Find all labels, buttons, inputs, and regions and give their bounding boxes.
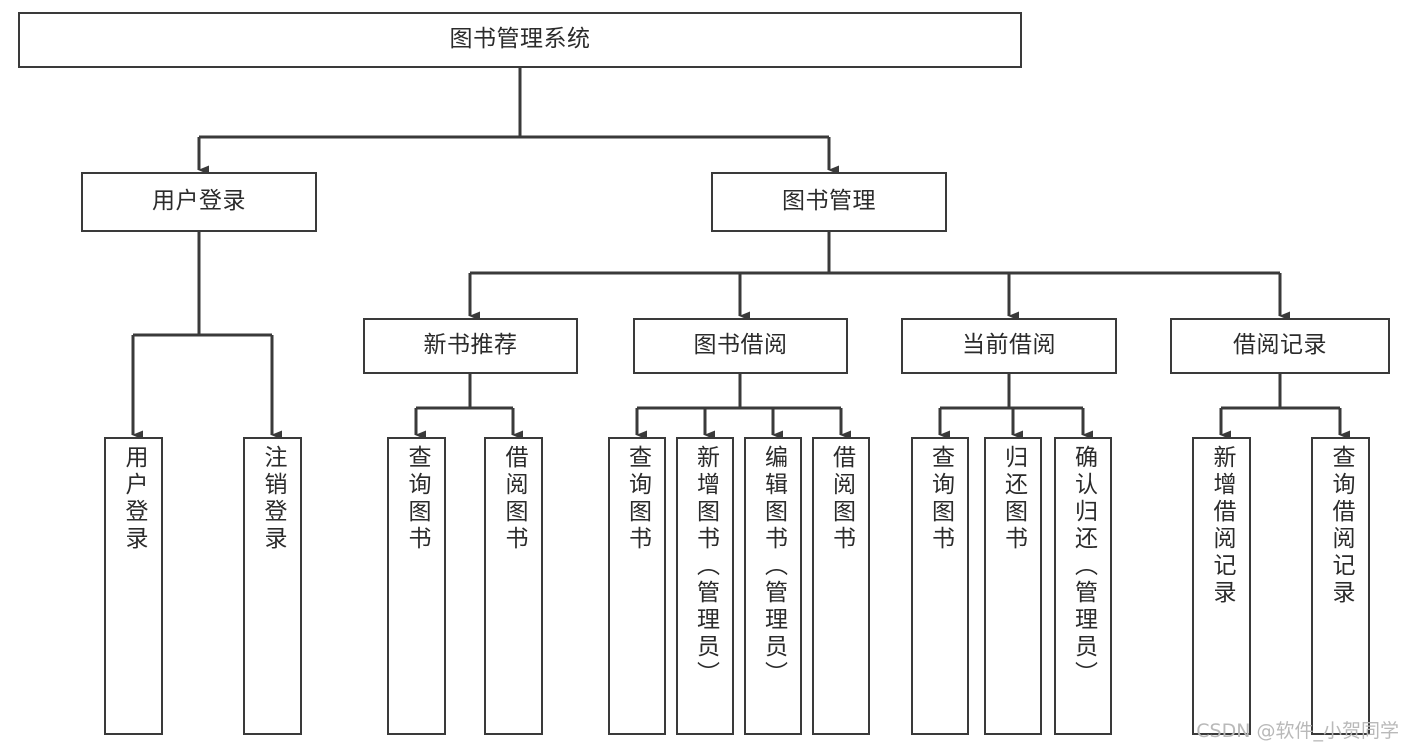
leaf-node-label: 查询图书 xyxy=(624,445,651,553)
level3-node-label: 借阅记录 xyxy=(1233,332,1327,359)
leaf-node-label: 用户登录 xyxy=(121,445,147,553)
node-leaf-query-book-2[interactable]: 查询图书 xyxy=(608,437,666,735)
node-user-login[interactable]: 用户登录 xyxy=(81,172,317,232)
level3-node-label: 新书推荐 xyxy=(423,332,518,359)
node-current-borrow[interactable]: 当前借阅 xyxy=(901,318,1117,374)
node-leaf-user-login[interactable]: 用户登录 xyxy=(104,437,163,735)
leaf-node-label: 编辑图书（管理员） xyxy=(760,445,787,688)
leaf-node-label: 新增借阅记录 xyxy=(1209,445,1235,607)
node-leaf-borrow-book-2[interactable]: 借阅图书 xyxy=(812,437,870,735)
node-leaf-user-logout[interactable]: 注销登录 xyxy=(243,437,302,735)
node-leaf-borrow-book-1[interactable]: 借阅图书 xyxy=(484,437,543,735)
leaf-node-label: 查询借阅记录 xyxy=(1328,445,1354,607)
leaf-node-label: 借阅图书 xyxy=(501,445,527,553)
node-leaf-edit-book[interactable]: 编辑图书（管理员） xyxy=(744,437,802,735)
level2-node-label: 用户登录 xyxy=(152,188,246,215)
leaf-node-label: 新增图书（管理员） xyxy=(692,445,719,688)
node-book-manage[interactable]: 图书管理 xyxy=(711,172,947,232)
node-leaf-query-book-3[interactable]: 查询图书 xyxy=(911,437,969,735)
node-borrow-record[interactable]: 借阅记录 xyxy=(1170,318,1390,374)
leaf-node-label: 确认归还（管理员） xyxy=(1070,445,1097,688)
node-leaf-query-record[interactable]: 查询借阅记录 xyxy=(1311,437,1370,735)
node-root-system[interactable]: 图书管理系统 xyxy=(18,12,1022,68)
level2-node-label: 图书管理 xyxy=(782,188,876,215)
node-new-book-rec[interactable]: 新书推荐 xyxy=(363,318,578,374)
level3-node-label: 当前借阅 xyxy=(962,332,1056,359)
leaf-node-label: 归还图书 xyxy=(1000,445,1027,553)
leaf-node-label: 查询图书 xyxy=(927,445,954,553)
node-leaf-confirm-return[interactable]: 确认归还（管理员） xyxy=(1054,437,1112,735)
node-leaf-return-book[interactable]: 归还图书 xyxy=(984,437,1042,735)
node-leaf-add-book[interactable]: 新增图书（管理员） xyxy=(676,437,734,735)
level3-node-label: 图书借阅 xyxy=(693,332,788,359)
node-book-borrow[interactable]: 图书借阅 xyxy=(633,318,848,374)
leaf-node-label: 借阅图书 xyxy=(828,445,855,553)
node-leaf-query-book-1[interactable]: 查询图书 xyxy=(387,437,446,735)
leaf-node-label: 查询图书 xyxy=(404,445,430,553)
root-node-label: 图书管理系统 xyxy=(449,26,591,53)
leaf-node-label: 注销登录 xyxy=(260,445,286,553)
node-leaf-add-record[interactable]: 新增借阅记录 xyxy=(1192,437,1251,735)
